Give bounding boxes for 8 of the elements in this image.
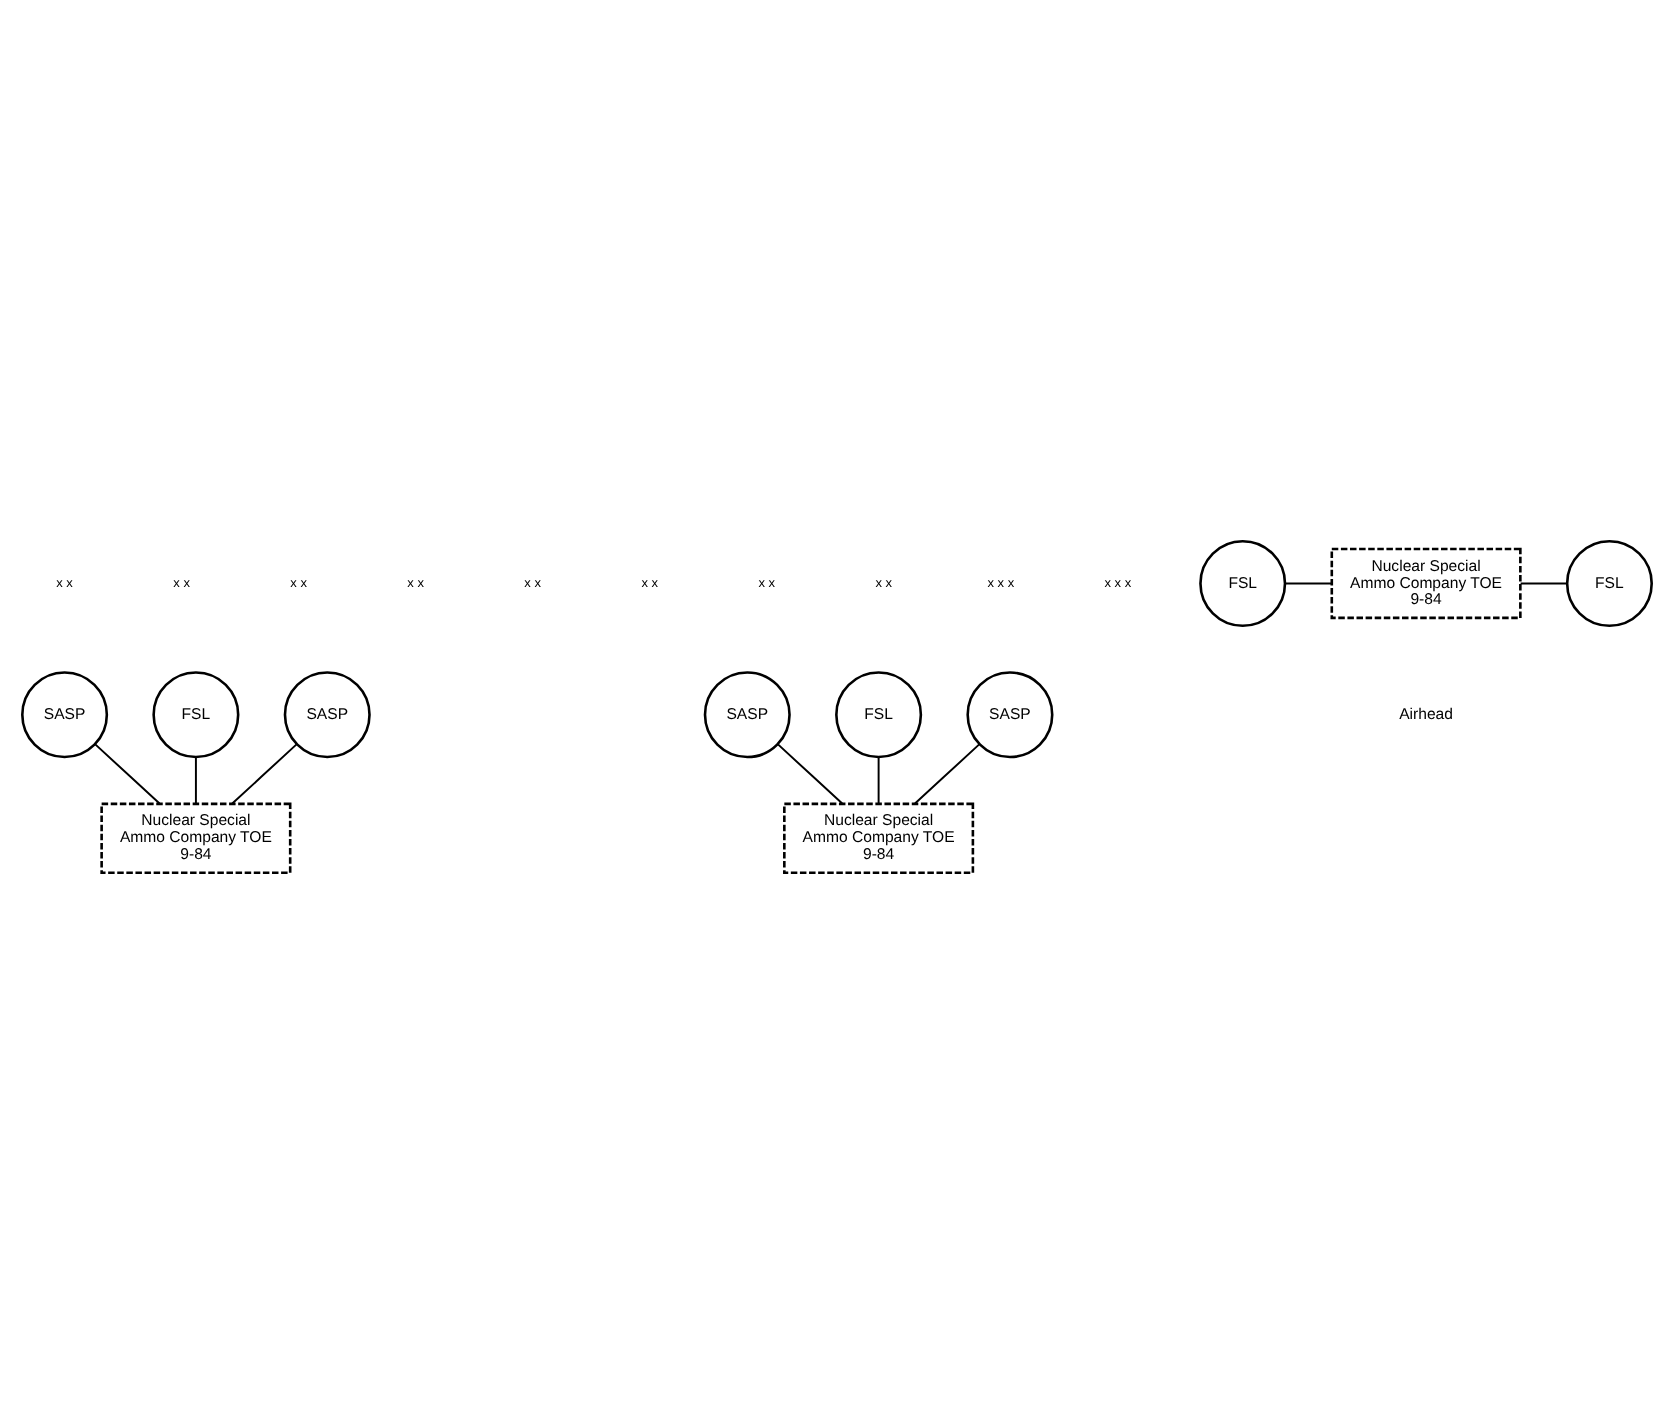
connector [1519, 581, 1569, 584]
connector [914, 742, 981, 804]
connector [231, 742, 298, 804]
connector [877, 755, 880, 804]
connector [776, 742, 844, 804]
connector [94, 742, 161, 804]
connector [1284, 581, 1333, 584]
connector [194, 755, 197, 804]
